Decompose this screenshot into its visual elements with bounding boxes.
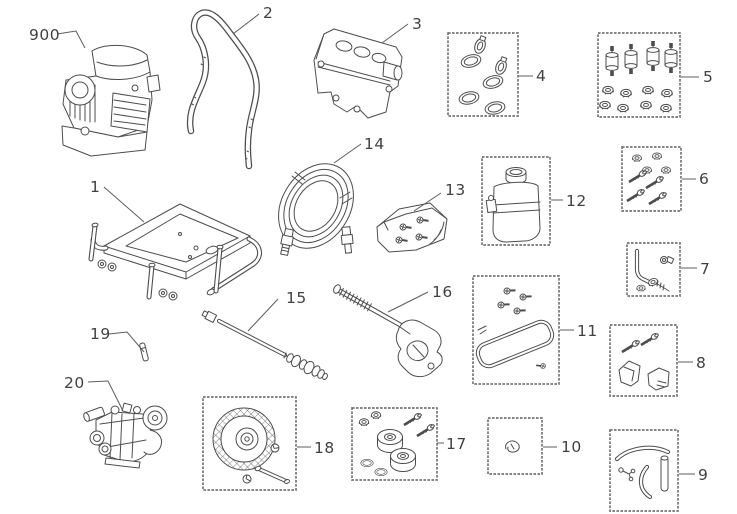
leader-1	[103, 186, 145, 223]
wheel	[212, 407, 276, 471]
leader-13	[413, 192, 442, 212]
kit-box-6	[621, 146, 682, 212]
hose-coil-drawing	[278, 163, 354, 256]
part-label-13: 13	[445, 181, 466, 199]
leader-14	[333, 143, 362, 164]
fastener-bag-drawing	[376, 202, 448, 253]
part-label-14: 14	[364, 135, 385, 153]
part-label-2: 2	[263, 4, 273, 22]
part-label-19: 19	[90, 325, 111, 343]
part-label-11: 11	[577, 322, 598, 340]
kit-box-5	[597, 32, 681, 118]
kit-box-11	[472, 275, 560, 385]
part-label-16: 16	[432, 283, 453, 301]
kit-box-12	[481, 156, 551, 246]
kit-box-10-border	[487, 417, 543, 475]
part-label-18: 18	[314, 439, 335, 457]
kit-box-10	[487, 417, 543, 475]
spray-wand-drawing	[201, 310, 328, 381]
kit-box-17	[351, 407, 438, 481]
part-label-900: 900	[29, 26, 60, 44]
leader-20	[87, 380, 124, 412]
part-label-5: 5	[703, 68, 713, 86]
kit-box-7	[626, 242, 681, 297]
kit-box-8	[609, 324, 678, 397]
part-label-4: 4	[536, 67, 546, 85]
handle-drawing	[186, 9, 260, 170]
kit-box-9	[609, 429, 679, 512]
leader-2	[232, 13, 260, 35]
detergent-tank	[485, 167, 541, 243]
spray-gun-drawing	[333, 284, 443, 378]
part-label-12: 12	[566, 192, 587, 210]
part-label-9: 9	[698, 466, 708, 484]
part-label-3: 3	[412, 15, 422, 33]
leader-3	[381, 23, 409, 44]
leader-900	[56, 30, 86, 49]
part-label-15: 15	[286, 289, 307, 307]
kit-box-18	[202, 396, 297, 491]
part-label-17: 17	[446, 435, 467, 453]
leader-15	[247, 298, 279, 332]
engine-drawing	[61, 44, 161, 157]
part-label-20: 20	[64, 374, 85, 392]
panel-drawing	[313, 28, 403, 119]
axle-pin	[254, 465, 290, 484]
frame-drawing	[88, 203, 262, 301]
part-label-10: 10	[561, 438, 582, 456]
part-label-8: 8	[696, 354, 706, 372]
pump-drawing	[83, 402, 168, 469]
part-label-1: 1	[90, 178, 100, 196]
kit-box-4	[447, 32, 519, 117]
leader-19	[108, 331, 145, 353]
part-label-6: 6	[699, 170, 709, 188]
leader-16	[387, 291, 429, 313]
part-label-7: 7	[700, 260, 710, 278]
